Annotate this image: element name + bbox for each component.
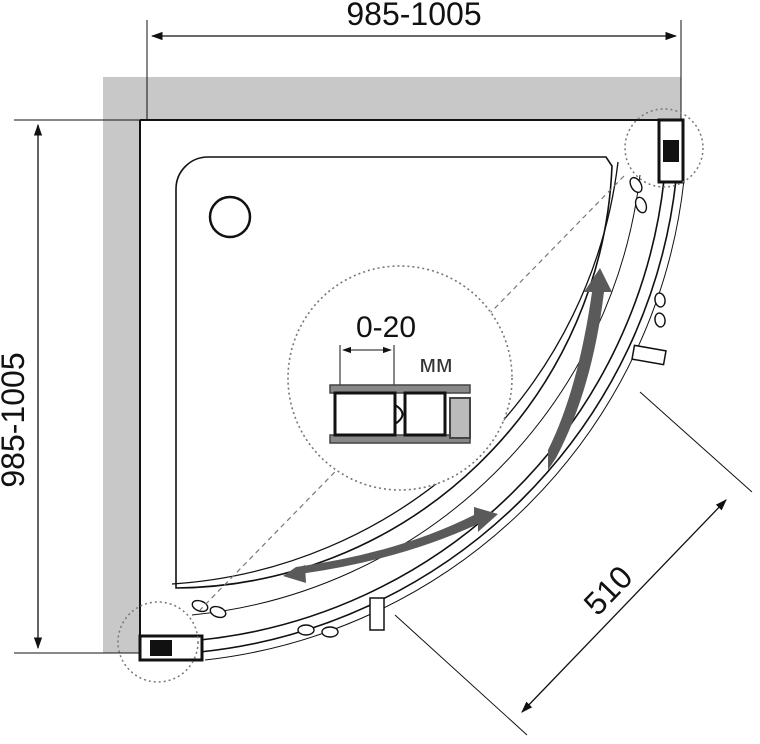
top-dimension: 985-1005 (146, 0, 682, 120)
wall (103, 77, 681, 653)
shower-tray (175, 156, 613, 589)
detail-inset: 0-20 мм (287, 265, 513, 491)
drain-icon (208, 195, 252, 239)
door-rollers (191, 176, 666, 638)
door-opening-label: 510 (577, 559, 640, 622)
adjustment-dimension (339, 345, 395, 385)
door-handles (369, 344, 667, 631)
profile-cross-section (329, 384, 471, 444)
rotation-arrows (283, 268, 612, 583)
left-height-label: 985-1005 (0, 352, 31, 487)
wall-profile-bottom-left (117, 601, 204, 683)
detail-unit-label: мм (420, 351, 453, 378)
left-dimension: 985-1005 (0, 119, 140, 654)
detail-range-label: 0-20 (356, 311, 416, 344)
wall-profile-top-right (624, 108, 704, 188)
profile-connector-line (199, 175, 625, 611)
top-width-label: 985-1005 (346, 0, 481, 32)
